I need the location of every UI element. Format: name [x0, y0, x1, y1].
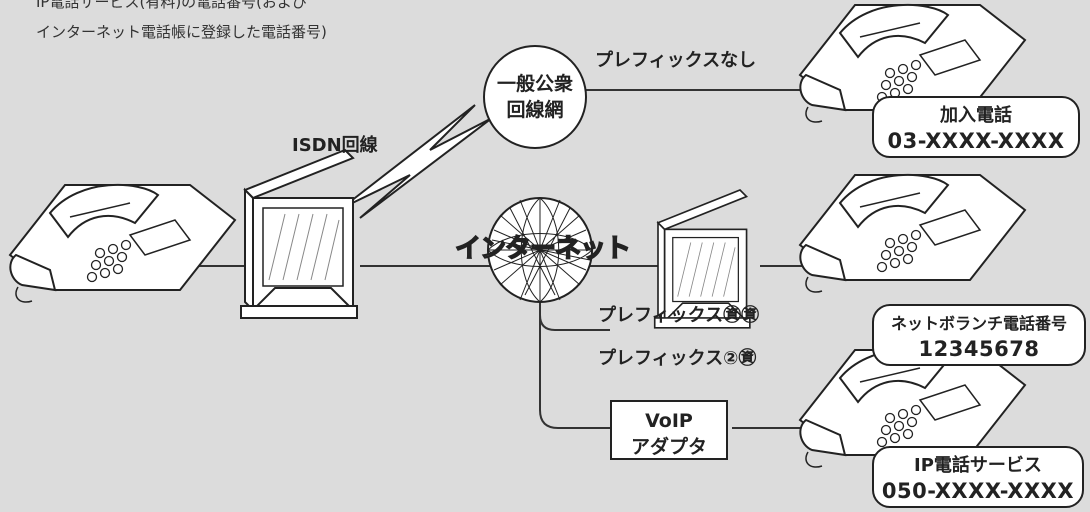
- voip-adapter-box: VoIP アダプタ: [610, 400, 728, 460]
- caption-line-1: IP電話サービス(有料)の電話番号(および: [36, 0, 308, 11]
- internet-globe-icon: [487, 197, 593, 303]
- subscriber-number-callout: 加入電話 03-XXXX-XXXX: [872, 96, 1080, 158]
- public-network-label-1: 一般公衆: [496, 73, 573, 95]
- internet-to-voip-line: [539, 300, 610, 429]
- net-branch-phone-icon: [799, 173, 1026, 294]
- subscriber-number: 03-XXXX-XXXX: [887, 129, 1065, 153]
- router-icon: [240, 149, 358, 319]
- connection-lines: [180, 89, 820, 429]
- ip-phone-number: 050-XXXX-XXXX: [881, 479, 1075, 503]
- prefix-none-label: プレフィックスなし: [595, 50, 757, 71]
- ip-phone-number-callout: IP電話サービス 050-XXXX-XXXX: [872, 446, 1084, 508]
- net-branch-title: ネットボランチ電話番号: [890, 314, 1067, 333]
- public-network-label-2: 回線網: [506, 99, 564, 121]
- prefix-2-hash-label: プレフィックス②㊮: [598, 348, 757, 369]
- ip-phone-title: IP電話サービス: [914, 455, 1042, 476]
- isdn-line-label: ISDN回線: [292, 135, 378, 156]
- voip-adapter-label-1: VoIP: [645, 410, 693, 432]
- prefix-hash-hash-label: プレフィックス㊮㊮: [598, 305, 760, 326]
- public-network-node: 一般公衆 回線網: [483, 45, 587, 149]
- isdn-lightning-icon: [341, 104, 493, 219]
- caption-line-2: インターネット電話帳に登録した電話番号): [36, 23, 327, 41]
- voip-adapter-label-2: アダプタ: [630, 436, 707, 458]
- caller-phone-icon: [9, 183, 236, 304]
- subscriber-title: 加入電話: [940, 105, 1012, 126]
- net-branch-number-callout: ネットボランチ電話番号 12345678: [872, 304, 1086, 366]
- net-branch-number: 12345678: [918, 337, 1040, 361]
- internet-label: インターネット: [454, 233, 631, 264]
